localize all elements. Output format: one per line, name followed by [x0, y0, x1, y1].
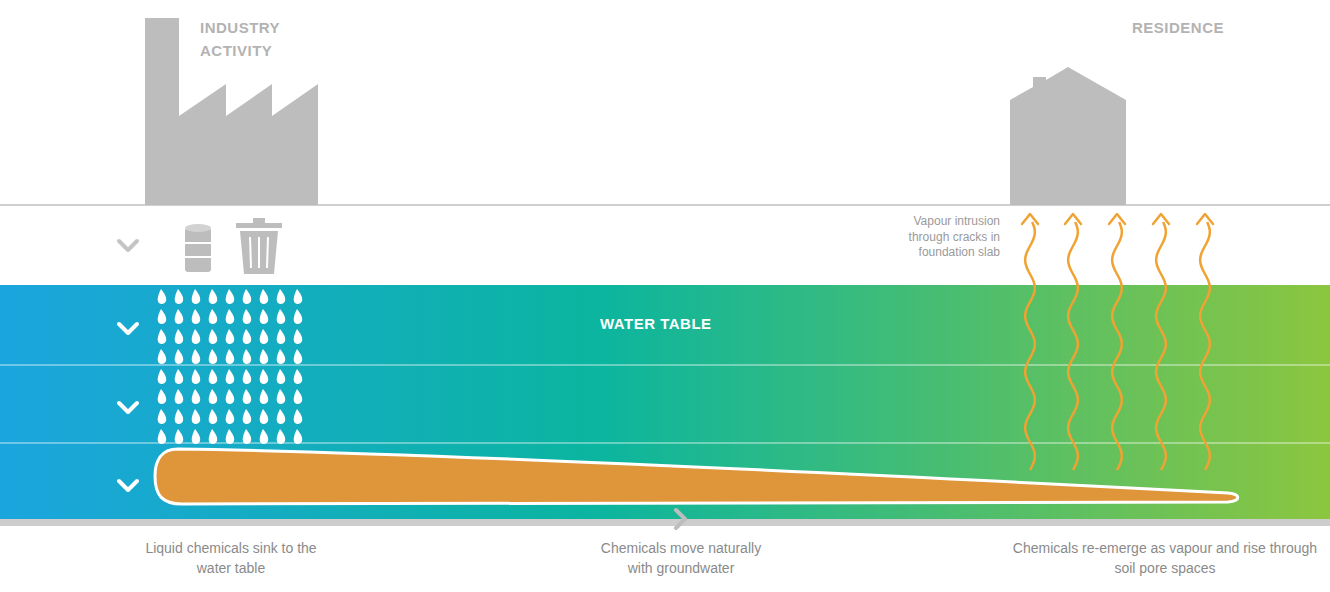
vapour-arrowhead [1153, 214, 1169, 224]
vapour-wave [1200, 222, 1210, 470]
house-heading: RESIDENCE [1132, 17, 1224, 40]
down-chevron [119, 481, 137, 490]
water-band [0, 285, 1330, 520]
factory-icon [145, 18, 318, 205]
step-caption: Liquid chemicals sink to the water table [144, 538, 319, 579]
sinking-droplets [155, 287, 307, 447]
vapour-wave [1025, 222, 1035, 470]
step-caption: Chemicals re-emerge as vapour and rise t… [1005, 538, 1325, 579]
vapour-arrowhead [1065, 214, 1081, 224]
factory-heading: INDUSTRY ACTIVITY [200, 17, 280, 62]
base-bar [0, 519, 1330, 526]
barrel-icon [185, 224, 211, 272]
vapour-arrowhead [1109, 214, 1125, 224]
vapour-wave [1156, 222, 1166, 470]
down-chevron [119, 324, 137, 333]
down-chevron [119, 241, 137, 250]
contaminant-plume [155, 449, 1238, 504]
band-title: WATER TABLE [600, 315, 712, 332]
water-table-band: WATER TABLE [0, 285, 1330, 520]
house-icon [1010, 67, 1126, 205]
vapour-wave [1068, 222, 1078, 470]
vapour-wave [1112, 222, 1122, 470]
step-caption: Chemicals move naturally with groundwate… [589, 538, 774, 579]
vapour-note: Vapour intrusion through cracks in found… [882, 214, 1000, 261]
vapour-arrowhead [1022, 214, 1038, 224]
down-chevron [119, 403, 137, 412]
vapour-arrows [1022, 214, 1213, 470]
flow-arrow [676, 510, 685, 528]
bin-icon [236, 218, 282, 274]
vapour-arrowhead [1197, 214, 1213, 224]
